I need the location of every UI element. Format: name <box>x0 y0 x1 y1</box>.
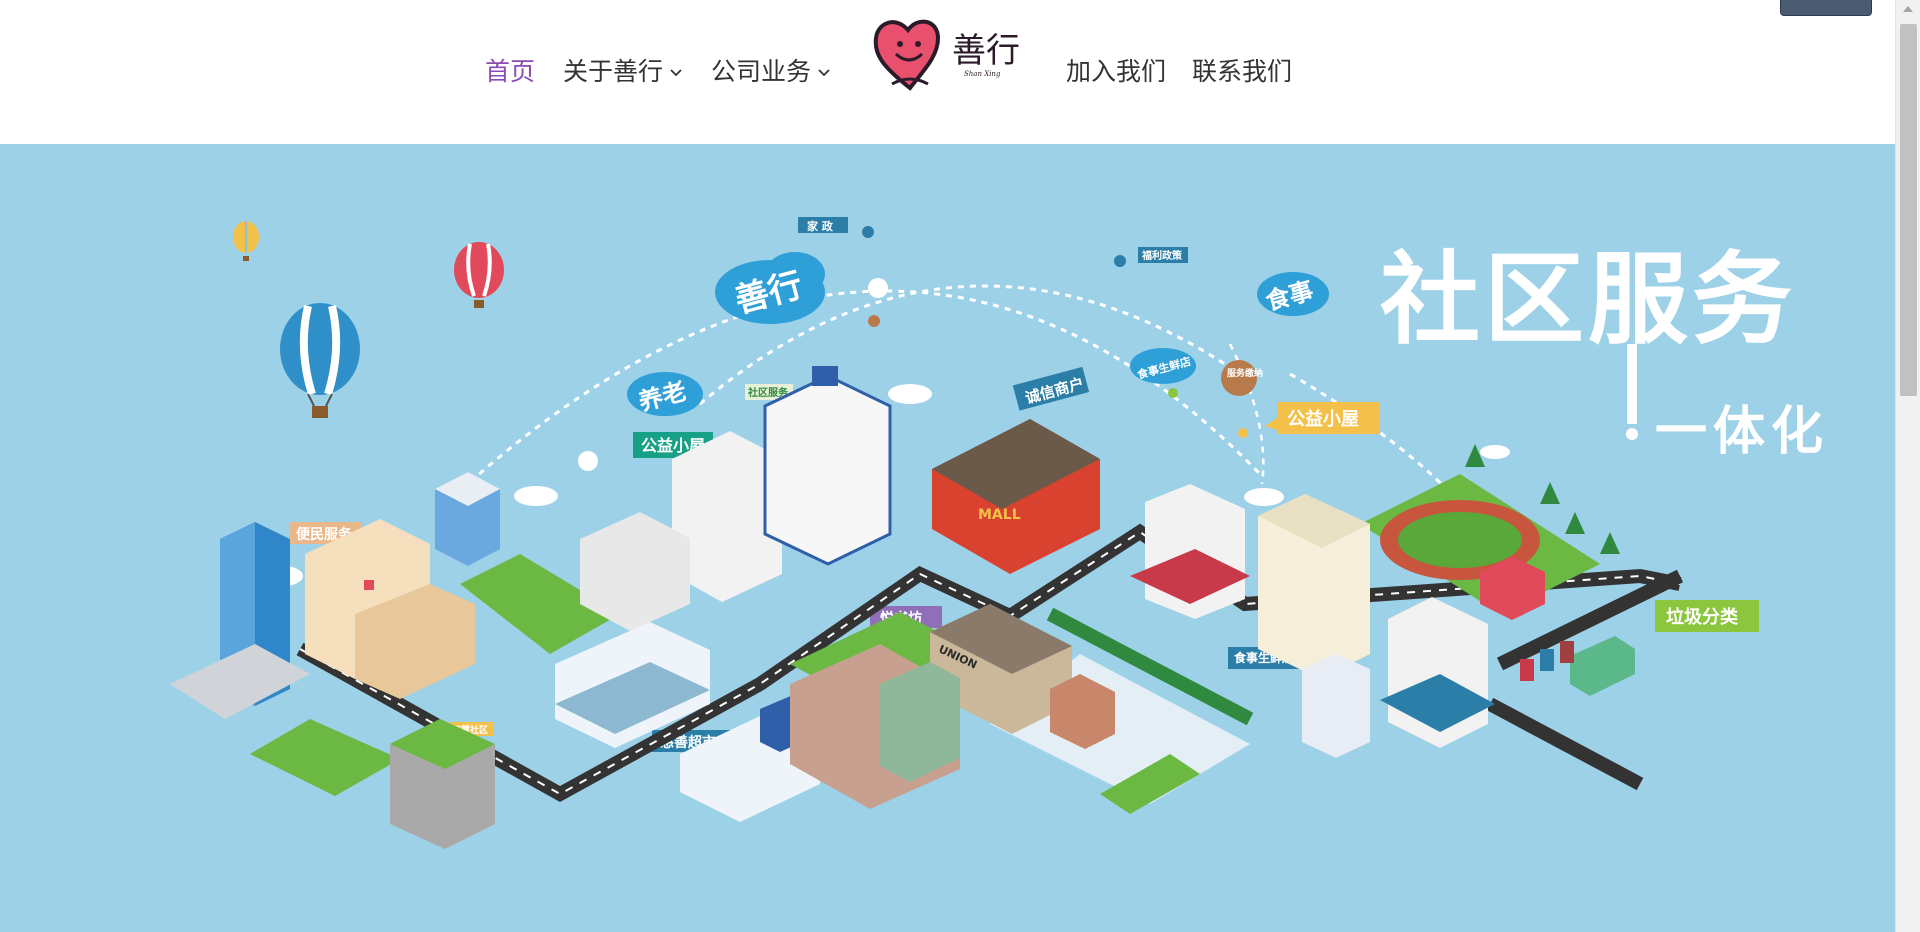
tag-shequ: 社区服务 <box>745 384 793 400</box>
chevron-down-icon <box>670 69 682 77</box>
building-tower-blue <box>170 522 310 719</box>
building-mall: MALL <box>932 419 1100 574</box>
svg-text:垃圾分类: 垃圾分类 <box>1666 606 1739 628</box>
tag-chengxin: 诚信商户 <box>1012 366 1090 411</box>
cloud-shanxing: 善行 <box>715 252 825 324</box>
building-hospital <box>305 519 475 699</box>
cloud-shishi-fresh: 食事生鲜店 <box>1130 348 1196 384</box>
svg-text:福利政策: 福利政策 <box>1141 249 1183 262</box>
cloud-shishi: 食事 <box>1257 272 1329 316</box>
building-tall-cream <box>1258 494 1370 679</box>
nav-home[interactable]: 首页 <box>485 57 536 86</box>
balloon-red <box>454 242 504 308</box>
nav-business[interactable]: 公司业务 <box>711 52 831 92</box>
building-supermarket-left <box>555 622 710 748</box>
balloon-small <box>233 221 259 261</box>
building-library: UNION <box>930 604 1072 734</box>
svg-text:公益小屋: 公益小屋 <box>641 436 705 455</box>
building-rowhouses <box>790 644 960 809</box>
community-illustration: 善行 养老 食事 食事生鲜店 服务缴纳 <box>170 217 1829 849</box>
svg-text:MALL: MALL <box>978 507 1021 523</box>
svg-text:公益小屋: 公益小屋 <box>1287 408 1359 430</box>
building-cream <box>1130 484 1250 619</box>
heart-logo-icon: 善行 Shan Xing <box>873 19 1020 91</box>
building-parking <box>390 719 495 849</box>
building-right <box>1380 597 1495 748</box>
building-white-center <box>580 431 782 631</box>
logo-text: 善行 <box>952 31 1020 71</box>
badge-service-collect: 服务缴纳 <box>1221 360 1263 396</box>
balloon-blue <box>280 303 360 418</box>
building-small-brick <box>1050 674 1115 749</box>
logo-subtext: Shan Xing <box>964 70 1001 78</box>
building-white-right <box>1302 654 1370 758</box>
nav-join[interactable]: 加入我们 <box>1066 57 1167 86</box>
nav-contact[interactable]: 联系我们 <box>1192 57 1293 86</box>
building-blue-trim <box>763 366 892 566</box>
nav-business-label: 公司业务 <box>711 57 812 86</box>
site-logo[interactable]: 善行 Shan Xing <box>872 14 1022 92</box>
svg-text:社区服务: 社区服务 <box>747 386 789 399</box>
scroll-thumb[interactable] <box>1900 24 1917 396</box>
building-red-clock <box>1480 556 1545 620</box>
hero-banner: 善行 养老 食事 食事生鲜店 服务缴纳 <box>0 144 1895 932</box>
nav-about[interactable]: 关于善行 <box>563 52 683 92</box>
svg-text:服务缴纳: 服务缴纳 <box>1227 367 1263 379</box>
scroll-up-arrow-icon[interactable] <box>1903 6 1913 12</box>
tag-laji: 垃圾分类 <box>1655 600 1759 632</box>
tag-fuli: 福利政策 <box>1138 247 1188 263</box>
site-header: 首页 关于善行 公司业务 善行 Shan Xing 加入我们 联系我们 <box>0 0 1895 144</box>
chevron-down-icon <box>818 69 830 77</box>
hero-subheadline: 一体化 <box>1655 402 1829 462</box>
cloud-yanglao: 养老 <box>627 372 703 417</box>
garbage-truck <box>1570 636 1635 696</box>
tag-jiazheng: 家 政 <box>798 217 848 233</box>
browser-widget[interactable] <box>1780 0 1872 16</box>
garbage-bins <box>1520 641 1574 681</box>
vertical-scrollbar[interactable] <box>1895 0 1920 932</box>
nav-about-label: 关于善行 <box>563 57 664 86</box>
tag-gongyi-right: 公益小屋 <box>1265 402 1379 434</box>
building-small-blue <box>435 472 500 566</box>
svg-text:家 政: 家 政 <box>807 219 834 233</box>
hero-headline: 社区服务 <box>1380 241 1796 358</box>
